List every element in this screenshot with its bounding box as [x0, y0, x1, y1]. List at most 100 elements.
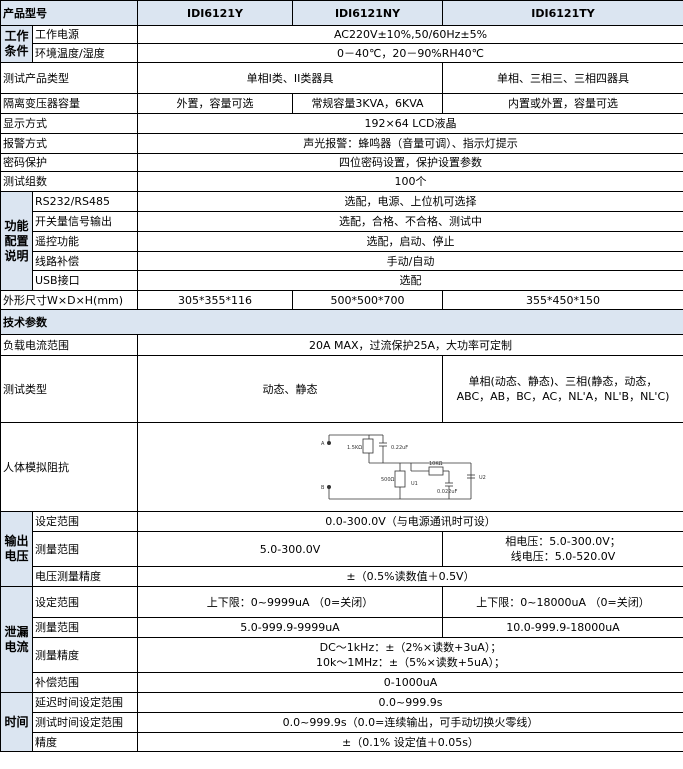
function-label: 开关量信号输出: [32, 211, 138, 232]
resistor-r3: [394, 470, 405, 488]
test-type-line-2: ABC，AB，BC，AC，NL'A，NL'B，NL'C): [456, 390, 670, 403]
lc-acc-line-1: DC～1kHz：±（2%×读数+3uA）；: [319, 641, 502, 654]
function-label: RS232/RS485: [32, 191, 138, 212]
function-label: USB接口: [32, 270, 138, 291]
load-current-value: 20A MAX，过流保护25A，大功率可定制: [137, 334, 683, 356]
lc-acc-row: 测量精度 DC～1kHz：±（2%×读数+3uA）； 10k～1MHz：±（5%…: [1, 637, 683, 673]
load-current-row: 负载电流范围 20A MAX，过流保护25A，大功率可定制: [0, 334, 683, 356]
display-row: 显示方式 192×64 LCD液晶: [0, 113, 683, 134]
test-groups-row: 测试组数 100个: [0, 171, 683, 192]
dimensions-value-2: 500*500*700: [292, 290, 443, 310]
env-value: 0－40℃，20－90%RH40℃: [137, 43, 683, 63]
working-conditions-group: 工作条件: [0, 25, 33, 63]
alarm-label: 报警方式: [0, 133, 138, 154]
body-model-circuit-cell: A B 1.5KΩ 0.22uF 10KΩ 0.022uF 500Ω U1 U2: [137, 422, 683, 512]
body-model-row: 人体模拟阻抗: [0, 422, 683, 512]
function-row: 开关量信号输出 选配，合格、不合格、测试中: [1, 211, 683, 232]
r1-label: 1.5KΩ: [347, 445, 362, 451]
ov-meas-value-a: 5.0-300.0V: [137, 531, 443, 567]
lc-acc-label: 测量精度: [32, 637, 138, 673]
test-type-label: 测试类型: [0, 355, 138, 423]
ov-acc-label: 电压测量精度: [32, 566, 138, 587]
dimensions-label: 外形尺寸W×D×H(mm): [0, 290, 138, 310]
ov-meas-label: 测量范围: [32, 531, 138, 567]
model-2: IDI6121NY: [292, 0, 443, 26]
password-value: 四位密码设置，保护设置参数: [137, 153, 683, 172]
lc-set-row: 泄漏电流 设定范围 上下限：0~9999uA （0=关闭） 上下限：0~1800…: [0, 586, 683, 693]
transformer-value-3: 内置或外置，容量可选: [442, 93, 683, 114]
function-value: 选配: [137, 270, 683, 291]
node-a-label: A: [321, 441, 325, 447]
function-row: 遥控功能 选配，启动、停止: [1, 231, 683, 252]
function-row: 功能配置说明 RS232/RS485 选配，电源、上位机可选择: [0, 191, 683, 291]
time-acc-label: 精度: [32, 732, 138, 752]
ov-set-value: 0.0-300.0V（与电源通讯时可设）: [137, 511, 683, 532]
test-type-row: 测试类型 动态、静态 单相(动态、静态)、三相(静态，动态， ABC，AB，BC…: [0, 355, 683, 423]
time-acc-row: 精度 ±（0.1% 设定值＋0.05s）: [1, 732, 683, 752]
lc-set-value-b: 上下限：0~18000uA （0=关闭）: [442, 586, 683, 618]
lc-comp-row: 补偿范围 0-1000uA: [1, 672, 683, 693]
function-label: 线路补偿: [32, 251, 138, 271]
power-row: 工作条件 工作电源 AC220V±10%,50/60Hz±5%: [0, 25, 683, 63]
function-value: 选配，启动、停止: [137, 231, 683, 252]
lc-acc-line-2: 10k～1MHz：±（5%×读数+5uA）；: [316, 656, 505, 669]
spec-table: 产品型号 IDI6121Y IDI6121NY IDI6121TY 工作条件 工…: [0, 0, 683, 752]
test-groups-value: 100个: [137, 171, 683, 192]
function-value: 手动/自动: [137, 251, 683, 271]
model-1: IDI6121Y: [137, 0, 293, 26]
load-current-label: 负载电流范围: [0, 334, 138, 356]
c1-label: 0.22uF: [391, 445, 408, 451]
ov-meas-row: 测量范围 5.0-300.0V 相电压：5.0-300.0V； 线电压：5.0-…: [1, 531, 683, 567]
function-label: 遥控功能: [32, 231, 138, 252]
password-row: 密码保护 四位密码设置，保护设置参数: [0, 153, 683, 172]
time-test-label: 测试时间设定范围: [32, 712, 138, 733]
lc-acc-value: DC～1kHz：±（2%×读数+3uA）； 10k～1MHz：±（5%×读数+5…: [137, 637, 683, 673]
power-value: AC220V±10%,50/60Hz±5%: [137, 25, 683, 44]
product-type-row: 测试产品类型 单相I类、II类器具 单相、三相三、三相四器具: [0, 62, 683, 94]
display-label: 显示方式: [0, 113, 138, 134]
power-label: 工作电源: [32, 25, 138, 44]
test-groups-label: 测试组数: [0, 171, 138, 192]
function-value: 选配，合格、不合格、测试中: [137, 211, 683, 232]
function-value: 选配，电源、上位机可选择: [137, 191, 683, 212]
env-row: 环境温度/湿度 0－40℃，20－90%RH40℃: [1, 43, 683, 63]
product-type-value-b: 单相、三相三、三相四器具: [442, 62, 683, 94]
password-label: 密码保护: [0, 153, 138, 172]
transformer-value-1: 外置，容量可选: [137, 93, 293, 114]
lc-set-label: 设定范围: [32, 586, 138, 618]
circuit-diagram: A B 1.5KΩ 0.22uF 10KΩ 0.022uF 500Ω U1 U2: [321, 434, 486, 500]
ov-meas-line-1: 相电压：5.0-300.0V；: [505, 535, 621, 548]
test-type-value-a: 动态、静态: [137, 355, 443, 423]
lc-set-value-a: 上下限：0~9999uA （0=关闭）: [137, 586, 443, 618]
alarm-row: 报警方式 声光报警：蜂鸣器（音量可调）、指示灯提示: [0, 133, 683, 154]
resistor-r1: [362, 438, 373, 454]
test-type-line-1: 单相(动态、静态)、三相(静态，动态，: [468, 375, 658, 388]
lc-meas-value-a: 5.0-999.9-9999uA: [137, 617, 443, 638]
test-type-value-b: 单相(动态、静态)、三相(静态，动态， ABC，AB，BC，AC，NL'A，NL…: [442, 355, 683, 423]
header-row: 产品型号 IDI6121Y IDI6121NY IDI6121TY: [0, 0, 683, 26]
node-b-label: B: [321, 485, 325, 491]
transformer-label: 隔离变压器容量: [0, 93, 138, 114]
product-model-label: 产品型号: [0, 0, 138, 26]
ov-acc-value: ±（0.5%读数值＋0.5V）: [137, 566, 683, 587]
alarm-value: 声光报警：蜂鸣器（音量可调）、指示灯提示: [137, 133, 683, 154]
transformer-row: 隔离变压器容量 外置，容量可选 常规容量3KVA，6KVA 内置或外置，容量可选: [0, 93, 683, 114]
function-row: USB接口 选配: [1, 270, 683, 291]
product-type-value-a: 单相I类、II类器具: [137, 62, 443, 94]
time-test-value: 0.0~999.9s（0.0=连续输出，可手动切换火零线）: [137, 712, 683, 733]
output-voltage-group: 输出电压: [0, 511, 33, 587]
r3-label: 500Ω: [381, 477, 395, 483]
time-delay-value: 0.0~999.9s: [137, 692, 683, 713]
function-row: 线路补偿 手动/自动: [1, 251, 683, 271]
body-model-label: 人体模拟阻抗: [0, 422, 138, 512]
u1-label: U1: [411, 481, 418, 487]
time-test-row: 测试时间设定范围 0.0~999.9s（0.0=连续输出，可手动切换火零线）: [1, 712, 683, 733]
leakage-current-group: 泄漏电流: [0, 586, 33, 693]
dimensions-row: 外形尺寸W×D×H(mm) 305*355*116 500*500*700 35…: [0, 290, 683, 310]
dimensions-value-1: 305*355*116: [137, 290, 293, 310]
c2-label: 0.022uF: [437, 489, 457, 495]
tech-params-row: 技术参数: [0, 309, 683, 335]
transformer-value-2: 常规容量3KVA，6KVA: [292, 93, 443, 114]
ov-meas-value-b: 相电压：5.0-300.0V； 线电压：5.0-520.0V: [442, 531, 683, 567]
u2-label: U2: [479, 475, 486, 481]
